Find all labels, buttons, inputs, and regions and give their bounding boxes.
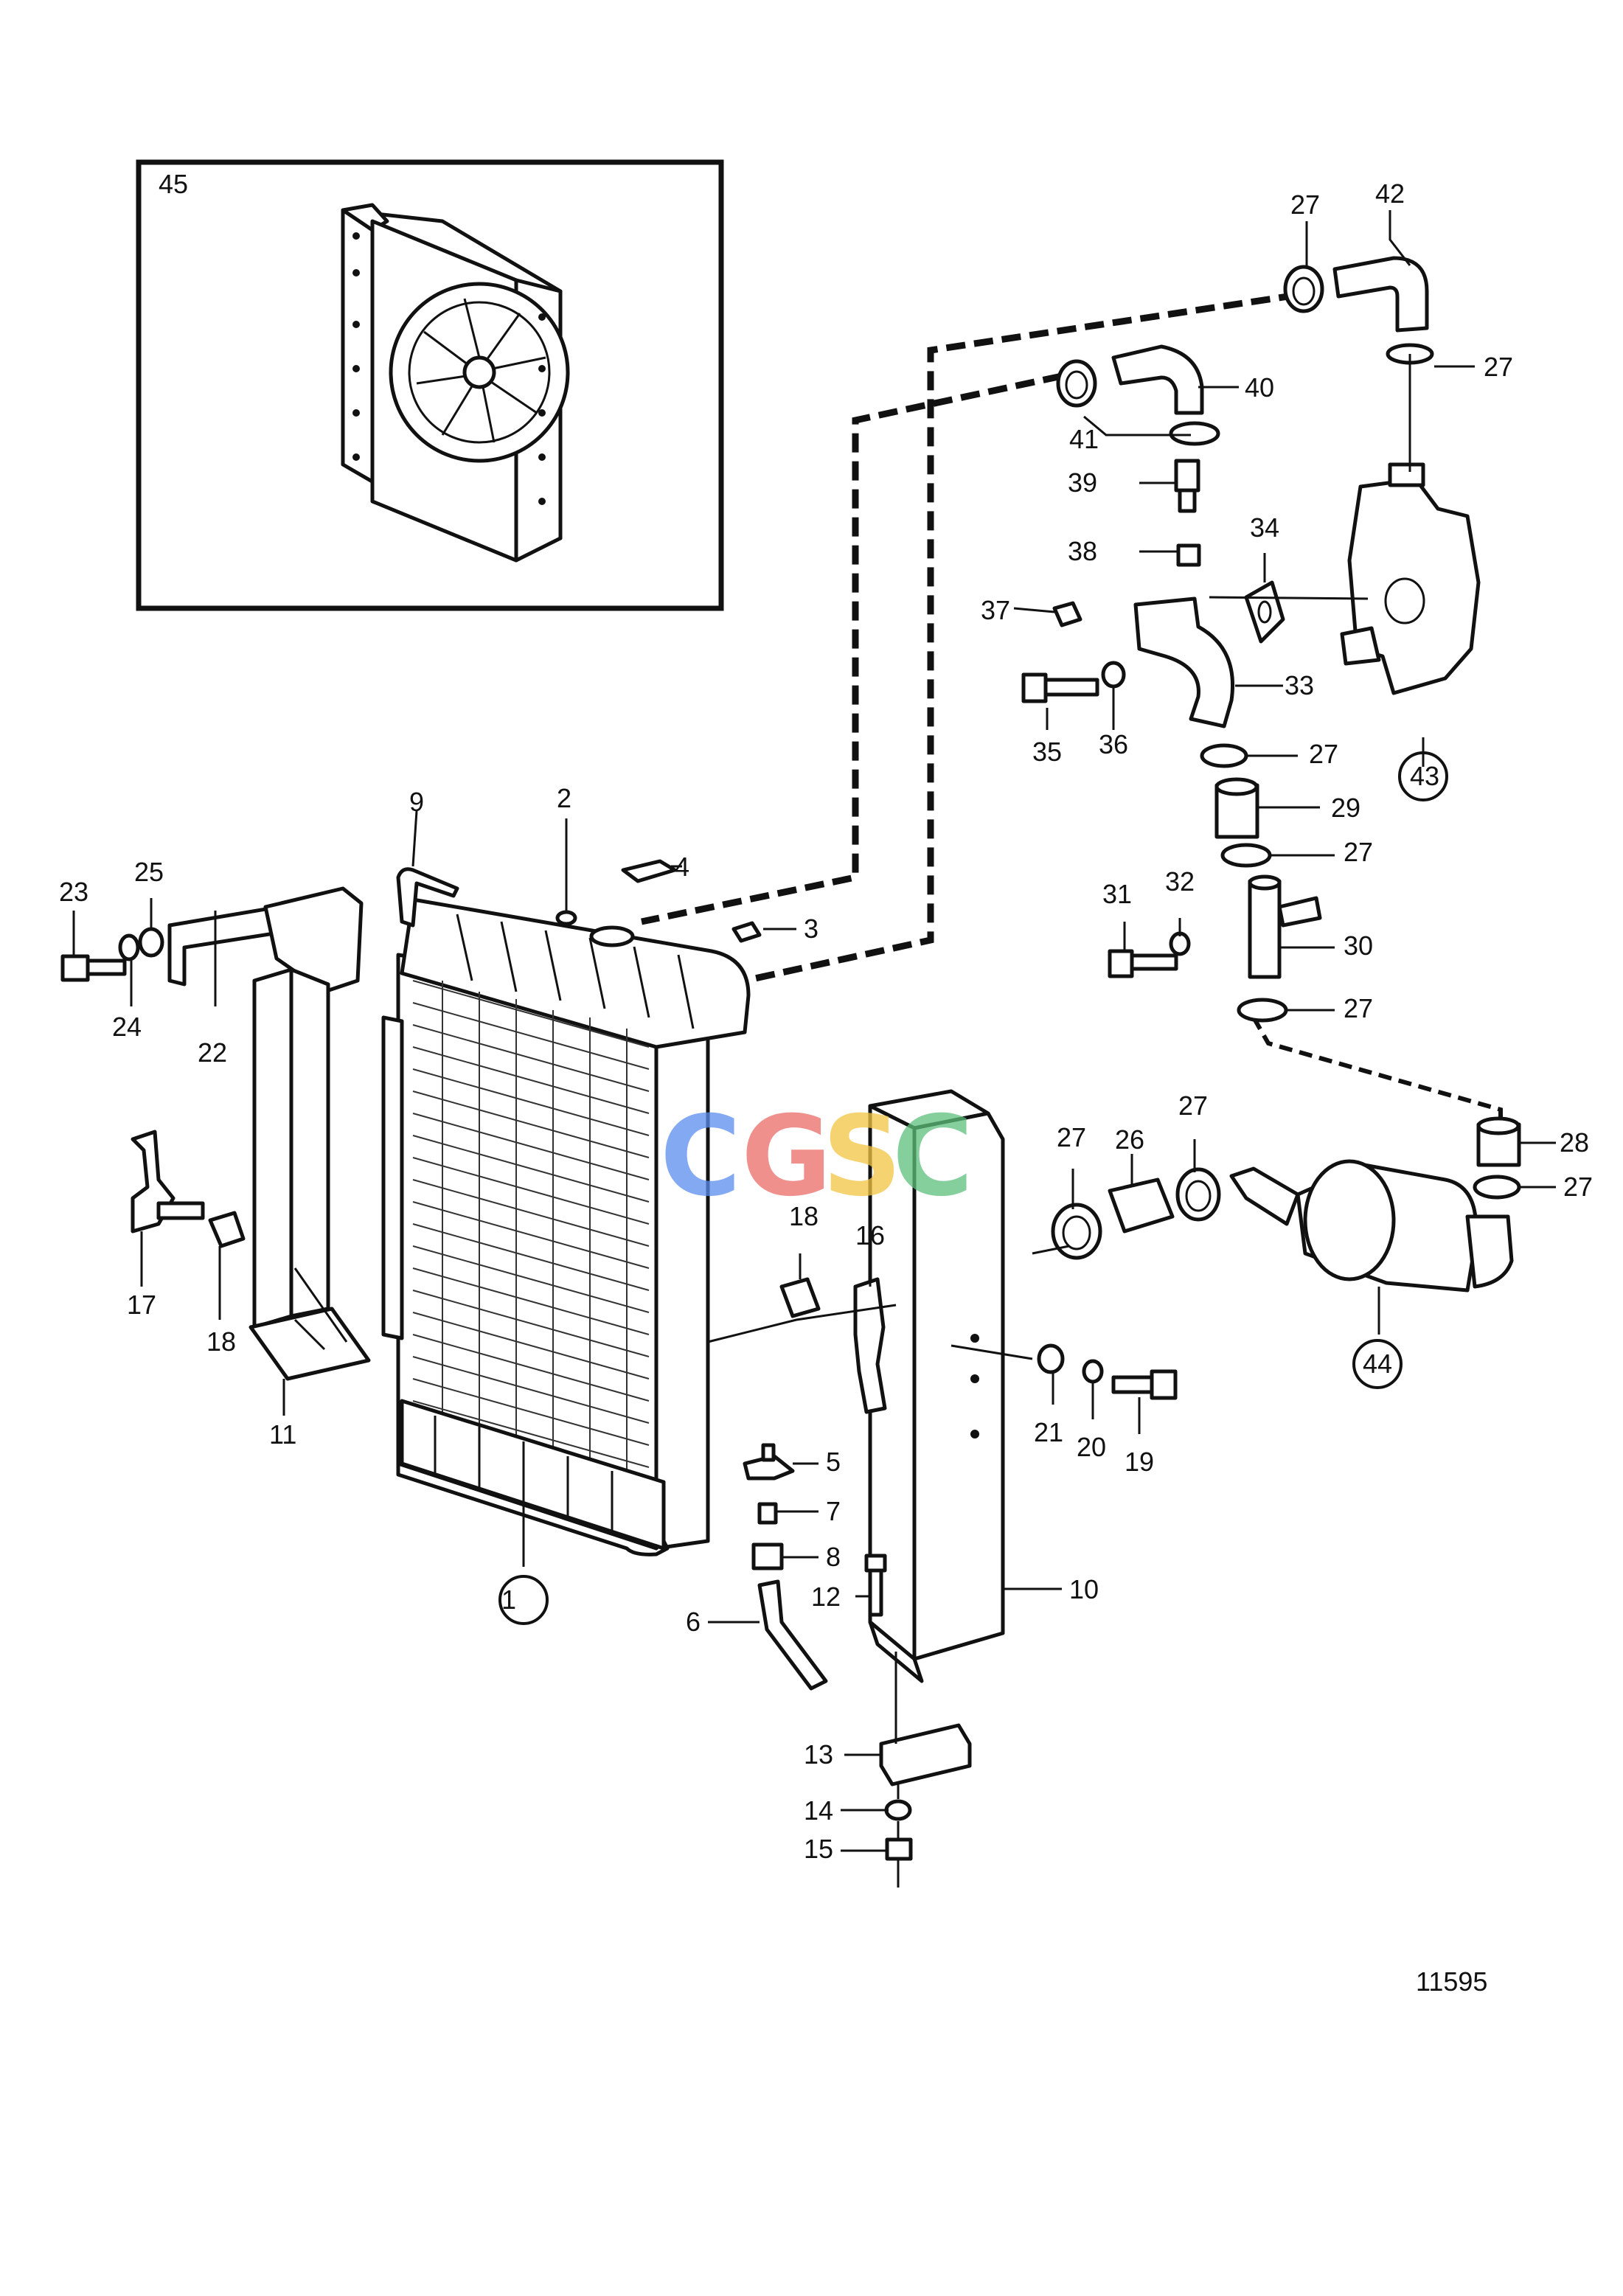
circle-1-icon: [498, 1575, 549, 1625]
watermark-letter: C: [892, 1093, 973, 1221]
part-label: 40: [1245, 372, 1274, 403]
part-label: 2: [557, 783, 571, 813]
part-labels: 1 2 3 4 5 6 7 8 9 10 11 12 13 14 15 16 1…: [59, 178, 1593, 1864]
part-label: 36: [1099, 729, 1128, 759]
part-label: 17: [127, 1290, 156, 1320]
part-label: 14: [804, 1795, 833, 1826]
part-label: 24: [112, 1012, 142, 1042]
watermark-letter: S: [822, 1093, 902, 1221]
radiator-fins: [412, 980, 650, 1515]
part-label: 15: [804, 1834, 833, 1864]
lower-hose-expansion-tank: [1051, 1116, 1521, 1293]
filler-cap-icon: [621, 859, 677, 883]
circle-43-icon: [1398, 751, 1448, 801]
part-label: 9: [409, 787, 424, 817]
part-label: 44: [1363, 1349, 1392, 1379]
part-label: 20: [1077, 1432, 1106, 1462]
part-label: 27: [1344, 837, 1373, 867]
part-label: 32: [1165, 866, 1195, 897]
part-label: 22: [198, 1037, 227, 1068]
part-label: 37: [981, 595, 1010, 625]
part-label: 21: [1034, 1417, 1063, 1447]
part-label: 33: [1285, 670, 1314, 700]
radiator-assembly: [381, 897, 751, 1556]
plug-icon: [731, 921, 762, 943]
drawing-number: 11595: [1416, 1966, 1487, 1997]
part-label: 12: [811, 1582, 841, 1612]
part-label: 6: [686, 1607, 701, 1637]
inset-label: 45: [159, 169, 188, 199]
part-label: 42: [1375, 178, 1405, 209]
part-label: 27: [1178, 1090, 1208, 1121]
part-label: 3: [804, 914, 819, 944]
watermark-letter: G: [741, 1093, 832, 1221]
small-hardware: [60, 927, 1178, 1861]
fan-shroud-icon: [341, 203, 570, 563]
part-label: 39: [1068, 467, 1097, 498]
part-label: 23: [59, 877, 88, 907]
part-label: 5: [826, 1447, 841, 1477]
part-label: 35: [1032, 737, 1062, 767]
part-label: 41: [1069, 424, 1099, 454]
part-label: 19: [1125, 1447, 1154, 1477]
part-label: 13: [804, 1739, 833, 1770]
watermark: C G S C: [660, 1093, 973, 1221]
part-label: 31: [1102, 879, 1132, 909]
part-label: 25: [134, 857, 164, 887]
part-label: 18: [206, 1326, 236, 1357]
part-label: 27: [1057, 1122, 1086, 1152]
part-label: 38: [1068, 536, 1097, 566]
part-label: 11: [269, 1419, 296, 1450]
part-label: 18: [789, 1201, 819, 1231]
part-label: 30: [1344, 930, 1373, 961]
hose-routes: [641, 291, 1503, 1135]
right-mounting-bracket: [868, 1089, 1005, 1683]
upper-hose-fittings: [1021, 256, 1481, 1023]
part-label: 26: [1115, 1124, 1144, 1155]
part-label: 27: [1344, 993, 1373, 1023]
overflow-pipe-icon: [396, 867, 459, 928]
left-mounting-bracket: [167, 886, 371, 1381]
part-label: 1: [501, 1584, 516, 1615]
leader-lines: [72, 210, 1556, 1888]
part-label: 34: [1250, 512, 1279, 543]
circle-44-icon: [1352, 1339, 1403, 1389]
part-label: 27: [1484, 352, 1513, 382]
part-label: 27: [1563, 1172, 1593, 1202]
watermark-letter: C: [660, 1093, 741, 1221]
part-label: 27: [1309, 739, 1338, 769]
part-label: 7: [826, 1496, 841, 1526]
part-label: 4: [675, 852, 689, 882]
part-label: 27: [1290, 189, 1320, 220]
inset-fan-shroud: 45: [136, 159, 724, 611]
part-label: 28: [1560, 1127, 1589, 1158]
part-label: 16: [855, 1220, 885, 1250]
part-label: 43: [1410, 761, 1439, 791]
part-label: 29: [1331, 793, 1360, 823]
part-label: 8: [826, 1542, 841, 1572]
part-label: 10: [1069, 1574, 1099, 1604]
